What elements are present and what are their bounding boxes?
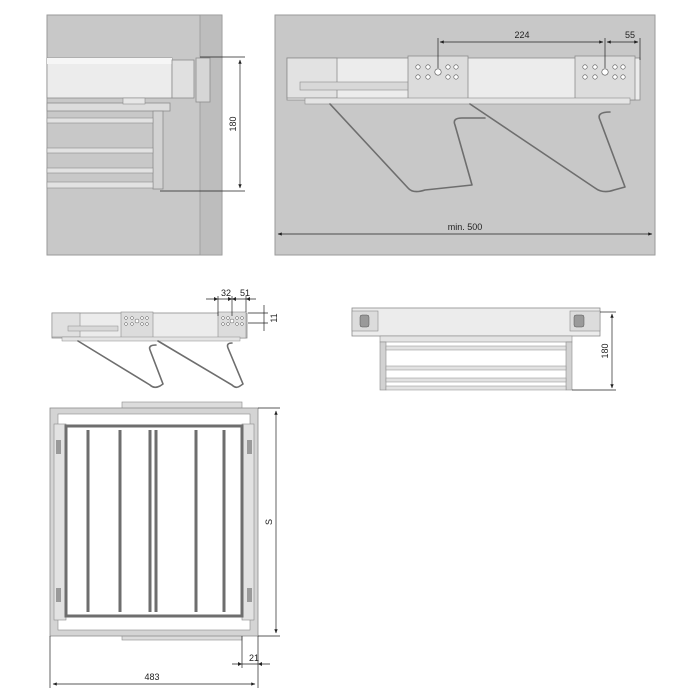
dimension-label-224: 224 [514,30,529,40]
rail-slider [67,325,119,332]
glide-right-bottom [247,588,252,602]
rail-highlight [47,58,172,64]
rack-frame [64,424,244,618]
rack-bar-2 [46,147,154,154]
rail-end [51,312,81,338]
glide-left-top [56,440,61,454]
side-detail-panel: 180 [46,14,245,256]
rail [351,307,601,337]
wire-hanger-right [469,103,626,193]
top-rail [46,57,173,99]
rack-post-right [565,341,573,391]
wire-hanger-right [157,340,244,389]
mounting-holes-right [582,64,626,80]
bracket-left [359,314,370,328]
bracket-right [573,314,585,328]
rack-bar-3 [385,377,567,383]
dimension-arrows [214,297,250,301]
rack-post-left [379,341,387,391]
dimension-label-180: 180 [600,343,610,358]
rack-bar-3 [46,167,154,174]
mounting-holes-left [415,64,459,80]
front-small-view: 32 51 11 [51,288,279,389]
rack-top-bar [46,102,171,112]
dimension-label-32: 32 [221,288,231,298]
bottom-bar [304,97,631,105]
dimension-label-21: 21 [249,653,259,663]
side-small-view: 180 [351,307,616,391]
rack-rods [86,430,226,612]
mounting-holes [124,316,244,326]
rail-end-left [286,57,338,99]
dimension-label-55: 55 [625,30,635,40]
glide-right-top [247,440,252,454]
dimension-label-180: 180 [228,116,238,131]
panel-background [274,14,656,256]
dimension-label-51: 51 [240,288,250,298]
cabinet-wall [199,14,223,256]
bottom-bar [61,336,241,342]
dimension-label-s: S [264,519,274,525]
wire-hanger-left [329,103,486,193]
dimension-label-483: 483 [144,672,159,682]
rail-slider [299,81,411,91]
top-view: S 21 483 [49,401,280,688]
rack-bar-2 [385,365,567,371]
panel-background [46,14,223,256]
dimension-label-min-500: min. 500 [448,222,483,232]
dimension-label-11: 11 [269,313,279,322]
rack-bar-4 [46,181,154,189]
rack-clip [122,97,146,105]
rack-bar-4 [385,385,567,391]
mounting-bracket [195,57,211,103]
wire-hanger-left [77,340,164,389]
rack-bar-1 [46,117,154,124]
rack-top [379,335,573,343]
front-detail-panel: 224 55 min. 500 [274,14,656,256]
rack-bar-1 [385,345,567,351]
rail-end-cap [171,59,195,99]
inner-opening [57,413,251,631]
glide-left-bottom [56,588,61,602]
rack-end-post [152,110,164,190]
